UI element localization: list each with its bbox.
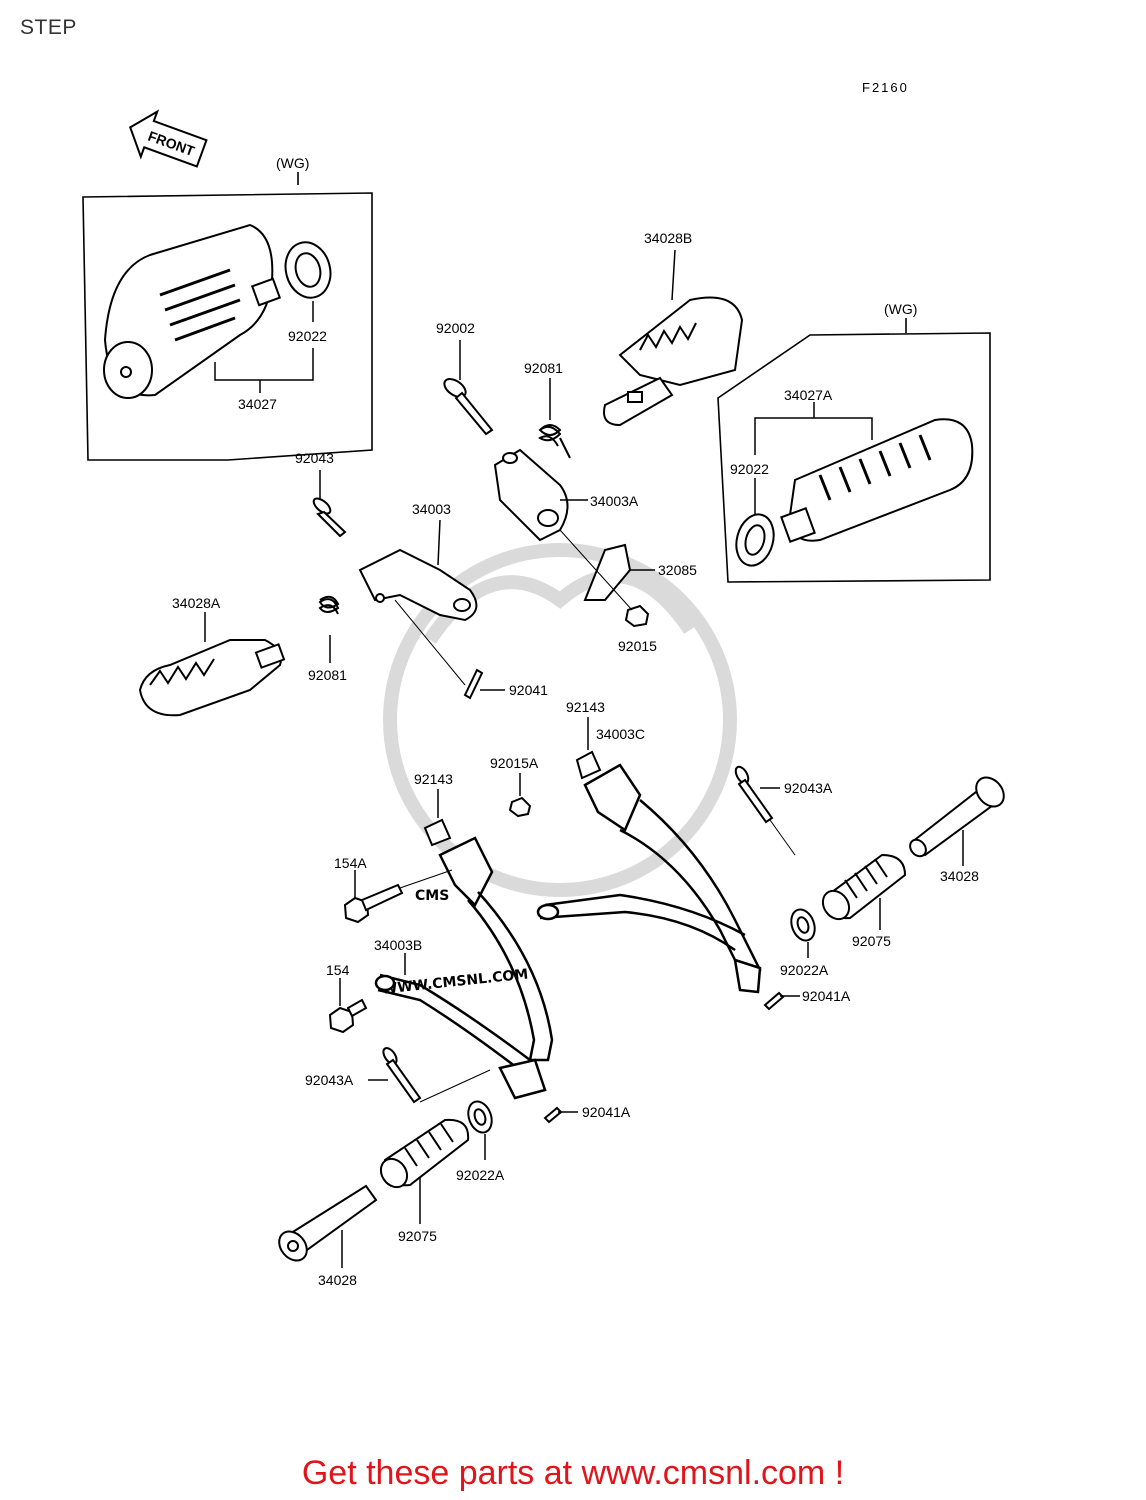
part-label: 92015A	[490, 755, 539, 771]
part-label: 92022	[288, 328, 327, 344]
dashed-pin-line-left	[419, 1069, 491, 1103]
part-label: 92041A	[582, 1104, 631, 1120]
spring-92081-upper	[538, 424, 571, 459]
part-label: 34028A	[172, 595, 221, 611]
part-label: 92043A	[784, 780, 833, 796]
part-label: 34003A	[590, 493, 639, 509]
wg-box-left	[82, 172, 373, 461]
part-label: 34027	[238, 396, 277, 412]
footpeg-rubber-left	[103, 223, 282, 399]
part-label: 92022A	[456, 1167, 505, 1183]
wg-label-right: (WG)	[884, 301, 917, 317]
part-label: 154	[326, 962, 350, 978]
footpeg-rubber-right	[780, 418, 974, 543]
washer-92022-right	[735, 513, 775, 567]
part-label: 34003C	[596, 726, 645, 742]
washer-92022A-left	[467, 1100, 493, 1134]
pillion-bracket-34003C	[536, 763, 762, 994]
part-label: 92143	[414, 771, 453, 787]
bolt-154A	[343, 883, 404, 924]
pin-92043	[312, 497, 347, 538]
grip-92075-right	[821, 853, 907, 921]
bolt-154	[328, 998, 368, 1034]
part-label: 92043A	[305, 1072, 354, 1088]
pin-92043A-upper	[734, 765, 774, 824]
footpeg-34028B	[603, 296, 744, 427]
part-label: 154A	[334, 855, 367, 871]
cotter-pin-92041	[463, 668, 484, 700]
peg-34028-right	[909, 776, 1005, 858]
part-label: 34028	[940, 868, 979, 884]
dashed-pin-line-right	[769, 819, 796, 856]
footer-parts-link[interactable]: Get these parts at www.cmsnl.com !	[301, 1454, 845, 1492]
spring-92081-lower	[318, 595, 340, 615]
cotter-pin-92041A-left	[543, 1106, 563, 1124]
plate-32085	[583, 543, 632, 601]
dashed-assembly-line	[559, 529, 633, 611]
page-title: STEP	[20, 16, 77, 39]
part-label: 34028B	[644, 230, 692, 246]
part-label: 34027A	[784, 387, 833, 403]
wg-box-right	[717, 318, 991, 583]
leader-34003	[437, 519, 441, 566]
front-direction-arrow: FRONT	[129, 109, 208, 168]
nut-92015	[624, 604, 650, 628]
part-label: 92143	[566, 699, 605, 715]
pillion-bracket-34003B	[374, 836, 554, 1100]
diagram-code: F2160	[862, 80, 909, 95]
part-label: 92022	[730, 461, 769, 477]
grip-92075-left	[379, 1118, 470, 1189]
peg-34028-left	[278, 1184, 378, 1262]
part-label: 92002	[436, 320, 475, 336]
rubber-block-92143-upper	[575, 750, 602, 780]
dashed-bolt-line	[399, 869, 453, 889]
nut-92015A	[508, 796, 532, 818]
watermark-brand: CMS	[415, 888, 449, 904]
pivot-pin-92002	[443, 378, 494, 436]
part-label: 34003	[412, 501, 451, 517]
part-label: 92081	[308, 667, 347, 683]
part-label: 92075	[398, 1228, 437, 1244]
bracket-34003	[358, 548, 478, 622]
leader-lines-left-box	[214, 301, 314, 393]
part-label: 92043	[295, 450, 334, 466]
part-labels: 92022 34027 92043 34003 92002 92081 3400…	[172, 230, 979, 1288]
part-label: 34028	[318, 1272, 357, 1288]
part-label: 92041	[509, 682, 548, 698]
wg-label-left: (WG)	[276, 155, 309, 171]
washer-92022-left	[284, 241, 332, 299]
part-label: 32085	[658, 562, 697, 578]
dashed-pin-line	[394, 599, 466, 686]
part-label: 92022A	[780, 962, 829, 978]
part-label: 92075	[852, 933, 891, 949]
washer-92022A-right	[790, 908, 816, 942]
part-label: 34003B	[374, 937, 422, 953]
leader-34028B	[671, 249, 676, 301]
footpeg-34028A	[138, 639, 286, 717]
bracket-34003A	[493, 448, 569, 542]
part-label: 92041A	[802, 988, 851, 1004]
part-label: 92081	[524, 360, 563, 376]
part-label: 92015	[618, 638, 657, 654]
cotter-pin-92041A-right	[763, 991, 785, 1011]
leader-lines-right-box	[754, 402, 873, 515]
pin-92043A-lower	[382, 1047, 422, 1104]
rubber-block-92143-lower	[423, 818, 452, 847]
